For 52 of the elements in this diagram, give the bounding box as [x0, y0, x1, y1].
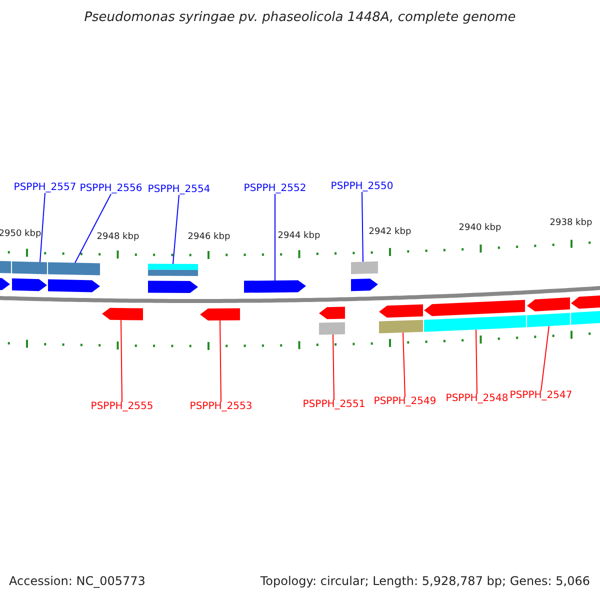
- gene-label: PSPPH_2548: [446, 394, 508, 404]
- gene-box: [319, 322, 345, 335]
- leader-line: [274, 194, 276, 281]
- gene-label: PSPPH_2547: [510, 391, 572, 401]
- gene-box: [379, 320, 423, 334]
- gene-label: PSPPH_2550: [330, 182, 394, 192]
- leader-line: [402, 332, 406, 398]
- gene-feature: [571, 294, 600, 309]
- gene-feature: [12, 278, 47, 292]
- diagram-title: Pseudomonas syringae pv. phaseolicola 1448A, complete genome: [84, 11, 516, 24]
- gene-feature: [48, 279, 100, 292]
- leader-line: [362, 192, 364, 262]
- leader-line: [40, 192, 46, 263]
- gene-label: PSPPH_2549: [374, 397, 436, 407]
- gene-box: [571, 310, 600, 325]
- scale-label: 2942 kbp: [368, 228, 412, 237]
- gene-label: PSPPH_2553: [190, 402, 252, 412]
- gene-label: PSPPH_2556: [80, 184, 142, 194]
- leader-line: [332, 334, 334, 400]
- leader-line: [74, 194, 112, 264]
- scale-label: 2944 kbp: [278, 232, 320, 241]
- gene-label: PSPPH_2554: [148, 185, 210, 195]
- scale-label: 2948 kbp: [96, 233, 140, 242]
- gene-box: [48, 262, 100, 276]
- leader-line: [120, 320, 122, 402]
- gene-feature: [200, 308, 240, 320]
- leader-line: [220, 320, 222, 402]
- footer-text: Topology: circular; Length: 5,928,787 bp; Genes: 5,066: [260, 575, 590, 587]
- gene-feature: [527, 297, 570, 312]
- gene-box: [148, 264, 198, 276]
- gene-feature: [379, 304, 423, 318]
- leader-line: [540, 326, 550, 392]
- gene-feature: [102, 308, 143, 320]
- gene-feature: [0, 278, 10, 290]
- gene-feature: [148, 280, 198, 293]
- scale-label: 2946 kbp: [188, 233, 230, 242]
- scale-label: 2940 kbp: [458, 224, 502, 233]
- gene-box: [12, 261, 47, 274]
- gene-label: PSPPH_2551: [302, 400, 366, 410]
- gene-feature: [351, 278, 378, 292]
- gene-label: PSPPH_2555: [90, 402, 154, 412]
- footer-text: Accession: NC_005773: [9, 575, 146, 587]
- gene-box: [527, 312, 570, 328]
- gene-label: PSPPH_2557: [14, 183, 76, 193]
- gene-label: PSPPH_2552: [244, 184, 306, 194]
- leader-line: [172, 194, 180, 264]
- gene-box: [351, 261, 378, 274]
- gene-box: [0, 261, 11, 274]
- gene-feature: [319, 306, 345, 320]
- gene-feature: [244, 280, 306, 293]
- leader-line: [476, 329, 478, 394]
- scale-label: 2938 kbp: [550, 219, 592, 228]
